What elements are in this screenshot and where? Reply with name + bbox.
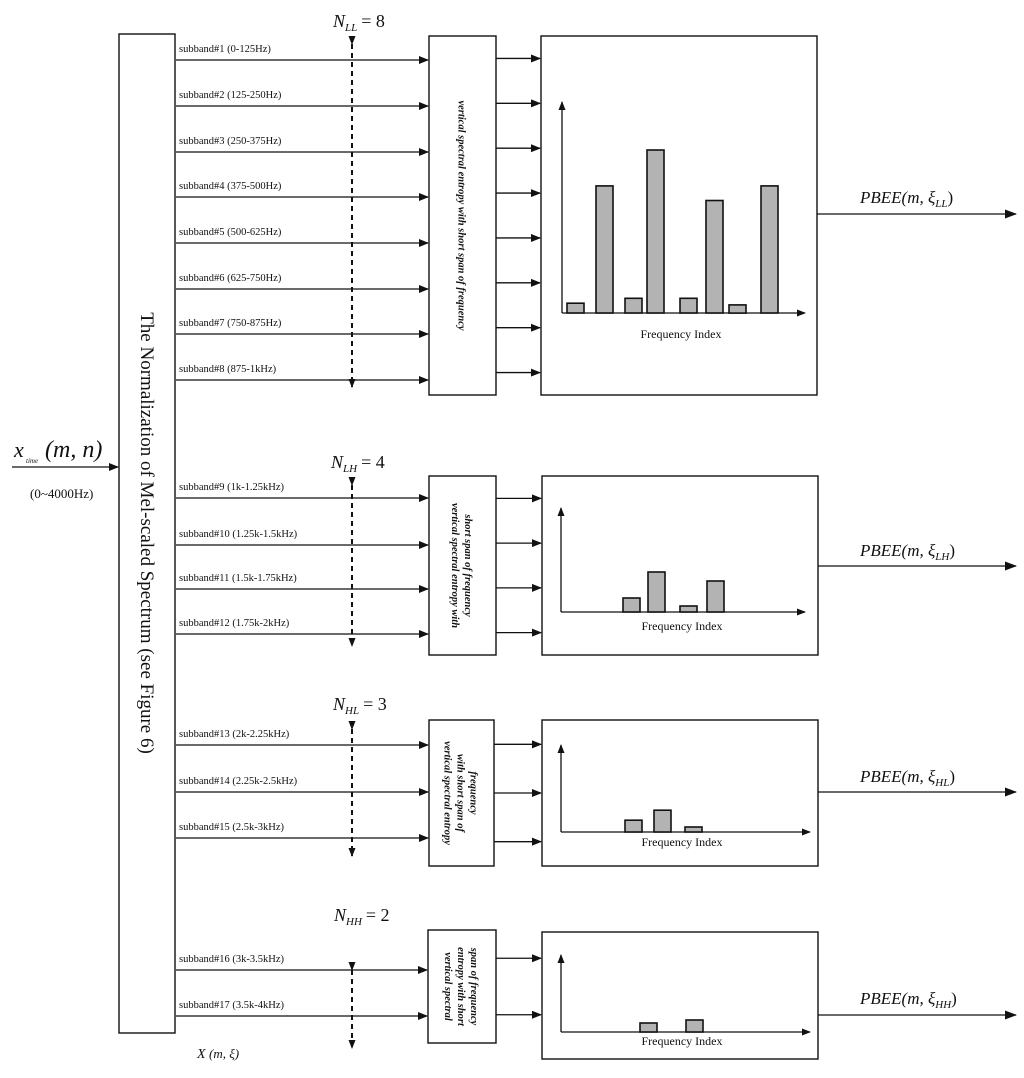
normalization-label: The Normalization of Mel-scaled Spectrum… <box>136 312 157 754</box>
entropy-chart-box <box>541 931 819 1060</box>
entropy-bar <box>706 580 725 613</box>
entropy-bar <box>653 809 672 833</box>
frequency-index-label: Frequency Index <box>642 619 723 633</box>
entropy-bar <box>639 1022 658 1033</box>
n-count-label: NLL= 8 <box>332 11 385 34</box>
subband-label: subband#11 (1.5k-1.75kHz) <box>179 573 297 584</box>
entropy-bar <box>728 304 747 314</box>
frequency-index-label: Frequency Index <box>642 835 723 849</box>
input-range-label: (0~4000Hz) <box>30 486 93 501</box>
entropy-bar <box>624 819 643 833</box>
input-signal-label: x time (m, n) <box>13 437 102 465</box>
subband-label: subband#2 (125-250Hz) <box>179 90 282 101</box>
n-count-label: NLH= 4 <box>330 452 385 475</box>
subband-label: subband#6 (625-750Hz) <box>179 273 282 284</box>
entropy-bar <box>760 185 779 314</box>
entropy-bar <box>679 297 698 314</box>
entropy-box <box>428 35 497 396</box>
entropy-bar <box>679 605 698 613</box>
subband-label: subband#17 (3.5k-4kHz) <box>179 1000 284 1011</box>
entropy-bar <box>684 826 703 833</box>
entropy-bar <box>566 302 585 314</box>
subband-label: subband#12 (1.75k-2kHz) <box>179 618 290 629</box>
svg-text:time: time <box>26 457 38 465</box>
entropy-bar <box>622 597 641 613</box>
entropy-bar <box>685 1019 704 1033</box>
subband-label: subband#3 (250-375Hz) <box>179 136 282 147</box>
entropy-bar <box>624 297 643 314</box>
subband-label: subband#5 (500-625Hz) <box>179 227 282 238</box>
entropy-label: vertical spectral entropy with short spa… <box>456 100 467 330</box>
subband-groups: NLL= 8 subband#1 (0-125Hz) subband#2 (125-… <box>176 11 1017 1060</box>
svg-text:x: x <box>13 437 24 462</box>
group-lh: NLH= 4 subband#9 (1k-1.25kHz) subband#10 (… <box>176 452 1017 656</box>
subband-label: subband#1 (0-125Hz) <box>179 44 271 55</box>
entropy-bar <box>647 571 666 613</box>
pbee-output-label: PBEE(m, ξHL) <box>859 767 955 789</box>
subband-label: subband#7 (750-875Hz) <box>179 318 282 329</box>
subband-label: subband#15 (2.5k-3kHz) <box>179 822 284 833</box>
svg-text:X: X <box>196 1047 206 1062</box>
frequency-index-label: Frequency Index <box>642 1034 723 1048</box>
subband-label: subband#14 (2.25k-2.5kHz) <box>179 776 298 787</box>
group-ll: NLL= 8 subband#1 (0-125Hz) subband#2 (125-… <box>176 11 1017 396</box>
subband-label: subband#9 (1k-1.25kHz) <box>179 482 284 493</box>
entropy-bar <box>646 149 665 314</box>
n-count-label: NHL= 3 <box>332 694 387 717</box>
entropy-bar <box>705 199 724 314</box>
subband-label: subband#16 (3k-3.5kHz) <box>179 954 284 965</box>
n-count-label: NHH= 2 <box>333 905 390 928</box>
spectrum-output-label: X (m, ξ) <box>196 1046 239 1062</box>
group-hl: NHL= 3 subband#13 (2k-2.25kHz) subband#14 … <box>176 694 1017 867</box>
entropy-box <box>428 719 495 867</box>
svg-text:(m, n): (m, n) <box>45 437 102 463</box>
pbee-output-label: PBEE(m, ξLH) <box>859 541 955 563</box>
entropy-chart-box <box>541 719 819 867</box>
entropy-bar <box>595 185 614 314</box>
pbee-output-label: PBEE(m, ξHH) <box>859 989 957 1011</box>
subband-label: subband#13 (2k-2.25kHz) <box>179 729 290 740</box>
subband-label: subband#4 (375-500Hz) <box>179 181 282 192</box>
subband-label: subband#10 (1.25k-1.5kHz) <box>179 529 298 540</box>
entropy-box <box>428 475 497 656</box>
normalization-block <box>118 33 176 1034</box>
frequency-index-label: Frequency Index <box>641 327 722 341</box>
pbee-output-label: PBEE(m, ξLL) <box>859 188 953 210</box>
subband-label: subband#8 (875-1kHz) <box>179 364 277 375</box>
entropy-chart-box <box>541 475 819 656</box>
svg-text:(m, ξ): (m, ξ) <box>209 1046 239 1061</box>
group-hh: NHH= 2 subband#16 (3k-3.5kHz) subband#17 (… <box>176 905 1017 1060</box>
entropy-box <box>427 929 497 1044</box>
